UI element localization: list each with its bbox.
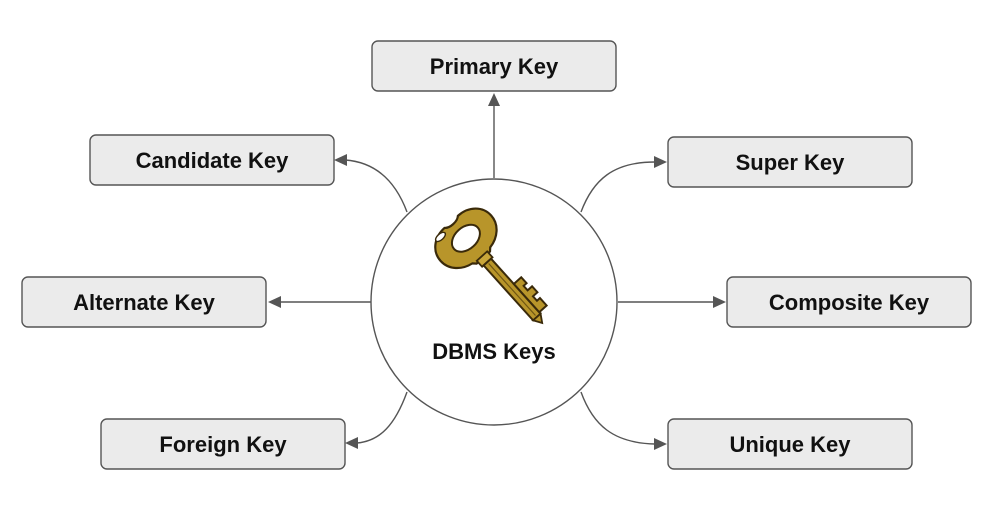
node-box [89, 134, 335, 186]
node-foreign-key: Foreign Key [100, 418, 346, 470]
connectors [268, 93, 726, 450]
node-label: Primary Key [430, 54, 559, 79]
node-box [667, 418, 913, 470]
arrowhead-alternate [268, 296, 281, 308]
node-box [726, 276, 972, 328]
node-box [667, 136, 913, 188]
node-box [100, 418, 346, 470]
center-label: DBMS Keys [432, 339, 555, 364]
connector-candidate [344, 159, 408, 213]
node-label: Unique Key [729, 432, 851, 457]
key-icon [434, 207, 549, 325]
connector-super [580, 161, 656, 213]
node-label: Composite Key [769, 290, 930, 315]
arrowhead-foreign [345, 437, 358, 449]
node-alternate-key: Alternate Key [21, 276, 267, 328]
node-label: Super Key [736, 150, 846, 175]
arrowhead-primary [488, 93, 500, 106]
connector-unique [580, 391, 656, 445]
arrowhead-composite [713, 296, 726, 308]
arrowhead-unique [654, 438, 667, 450]
node-super-key: Super Key [667, 136, 913, 188]
connector-foreign [356, 391, 408, 444]
node-composite-key: Composite Key [726, 276, 972, 328]
node-label: Candidate Key [136, 148, 290, 173]
node-label: Alternate Key [73, 290, 216, 315]
center-node: DBMS Keys [370, 178, 618, 426]
node-primary-key: Primary Key [371, 40, 617, 92]
node-box [21, 276, 267, 328]
arrowhead-candidate [334, 154, 347, 166]
node-label: Foreign Key [159, 432, 287, 457]
center-circle [370, 178, 618, 426]
node-candidate-key: Candidate Key [89, 134, 335, 186]
arrowhead-super [654, 156, 667, 168]
node-unique-key: Unique Key [667, 418, 913, 470]
node-box [371, 40, 617, 92]
